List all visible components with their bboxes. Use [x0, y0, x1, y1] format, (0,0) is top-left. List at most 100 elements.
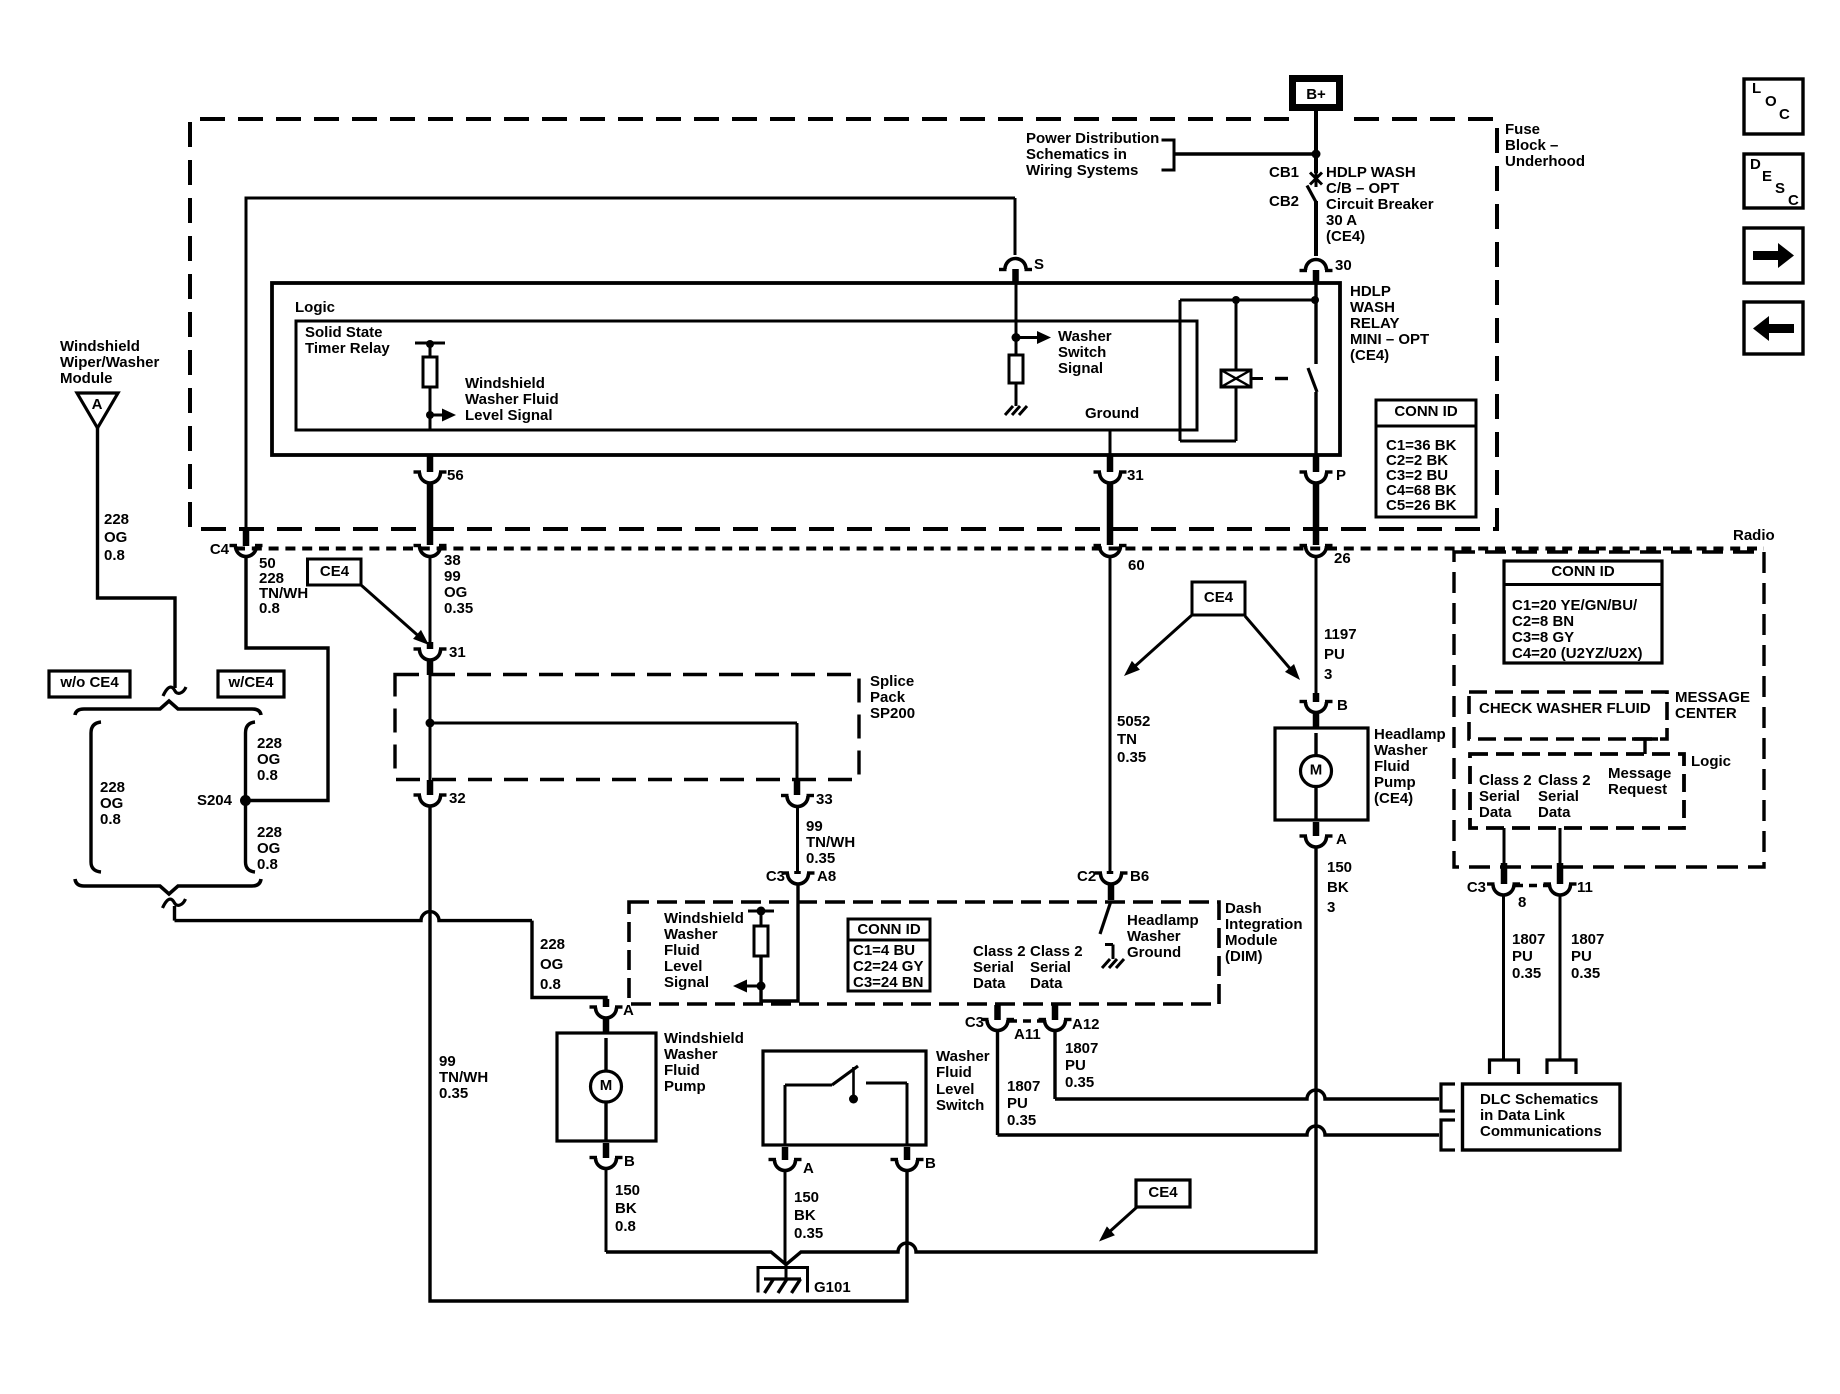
svg-text:CONN ID: CONN ID [1394, 403, 1458, 420]
svg-text:MINI – OPT: MINI – OPT [1350, 331, 1429, 348]
svg-text:Signal: Signal [664, 974, 709, 991]
svg-text:Fluid: Fluid [664, 1062, 700, 1079]
svg-text:Pump: Pump [1374, 774, 1416, 791]
svg-text:Timer Relay: Timer Relay [305, 340, 390, 357]
svg-text:Wiper/Washer: Wiper/Washer [60, 354, 159, 371]
svg-text:Washer: Washer [664, 1046, 718, 1063]
svg-text:CONN ID: CONN ID [857, 921, 921, 938]
svg-text:CE4: CE4 [1204, 589, 1234, 606]
svg-text:BK: BK [794, 1207, 816, 1224]
svg-text:O: O [1765, 93, 1777, 110]
svg-text:Washer: Washer [1058, 328, 1112, 345]
svg-text:1807: 1807 [1512, 931, 1545, 948]
svg-text:30: 30 [1335, 257, 1352, 274]
svg-text:(CE4): (CE4) [1374, 790, 1413, 807]
svg-text:C3: C3 [1467, 879, 1486, 896]
svg-text:Switch: Switch [936, 1097, 984, 1114]
svg-text:P: P [1336, 467, 1346, 484]
svg-text:C1=36 BK: C1=36 BK [1386, 437, 1457, 454]
svg-text:E: E [1762, 168, 1772, 185]
svg-text:C1=20 YE/GN/BU/: C1=20 YE/GN/BU/ [1512, 597, 1638, 614]
svg-text:0.35: 0.35 [1065, 1074, 1094, 1091]
svg-text:Fluid: Fluid [664, 942, 700, 959]
svg-text:CE4: CE4 [320, 563, 350, 580]
svg-text:Windshield: Windshield [664, 910, 744, 927]
svg-text:Fluid: Fluid [936, 1064, 972, 1081]
svg-text:Windshield: Windshield [664, 1030, 744, 1047]
svg-text:C5=26 BK: C5=26 BK [1386, 497, 1457, 514]
svg-text:99: 99 [806, 818, 823, 835]
svg-text:228: 228 [257, 735, 282, 752]
svg-text:PU: PU [1512, 948, 1533, 965]
svg-text:Serial: Serial [973, 959, 1014, 976]
svg-text:A11: A11 [1014, 1026, 1041, 1043]
svg-text:C2=24 GY: C2=24 GY [853, 958, 923, 975]
svg-text:Data: Data [1479, 804, 1512, 821]
svg-text:5052: 5052 [1117, 713, 1150, 730]
svg-text:CE4: CE4 [1148, 1184, 1178, 1201]
svg-text:32: 32 [449, 790, 466, 807]
svg-text:0.8: 0.8 [104, 547, 125, 564]
svg-text:Data: Data [1538, 804, 1571, 821]
svg-text:Message: Message [1608, 765, 1671, 782]
svg-text:50: 50 [259, 555, 276, 572]
svg-text:3: 3 [1327, 899, 1335, 916]
svg-text:B: B [1337, 697, 1348, 714]
svg-text:Class 2: Class 2 [1030, 943, 1083, 960]
svg-text:Ground: Ground [1127, 944, 1181, 961]
svg-text:C2: C2 [1077, 868, 1096, 885]
svg-text:C: C [1788, 192, 1799, 209]
svg-text:Circuit Breaker: Circuit Breaker [1326, 196, 1434, 213]
svg-text:Data: Data [973, 975, 1006, 992]
svg-text:Splice: Splice [870, 673, 914, 690]
svg-text:Fuse: Fuse [1505, 121, 1540, 138]
svg-text:Block –: Block – [1505, 137, 1558, 154]
svg-text:HDLP WASH: HDLP WASH [1326, 164, 1416, 181]
svg-text:C3=2 BU: C3=2 BU [1386, 467, 1448, 484]
svg-text:OG: OG [540, 956, 563, 973]
svg-text:PU: PU [1065, 1057, 1086, 1074]
svg-text:C: C [1779, 106, 1790, 123]
svg-text:0.35: 0.35 [1571, 965, 1600, 982]
svg-text:A12: A12 [1072, 1016, 1100, 1033]
svg-text:Level: Level [936, 1081, 974, 1098]
svg-text:38: 38 [444, 552, 461, 569]
svg-text:0.8: 0.8 [615, 1218, 636, 1235]
svg-text:Pump: Pump [664, 1078, 706, 1095]
svg-text:0.8: 0.8 [259, 600, 280, 617]
svg-text:C4=68 BK: C4=68 BK [1386, 482, 1457, 499]
svg-text:30 A: 30 A [1326, 212, 1357, 229]
svg-text:228: 228 [540, 936, 565, 953]
svg-text:OG: OG [100, 795, 123, 812]
svg-text:OG: OG [257, 751, 280, 768]
svg-text:Solid State: Solid State [305, 324, 383, 341]
svg-text:OG: OG [257, 840, 280, 857]
svg-text:0.35: 0.35 [794, 1225, 823, 1242]
svg-text:228: 228 [100, 779, 125, 796]
svg-text:Washer: Washer [1127, 928, 1181, 945]
svg-text:Ground: Ground [1085, 405, 1139, 422]
svg-text:Headlamp: Headlamp [1127, 912, 1199, 929]
svg-text:Request: Request [1608, 781, 1667, 798]
svg-text:Module: Module [60, 370, 113, 387]
svg-text:C4: C4 [210, 541, 230, 558]
svg-text:Wiring Systems: Wiring Systems [1026, 162, 1138, 179]
svg-text:1197: 1197 [1324, 626, 1357, 643]
svg-text:Class 2: Class 2 [973, 943, 1026, 960]
svg-text:99: 99 [444, 568, 461, 585]
svg-text:B+: B+ [1306, 86, 1326, 103]
svg-text:Radio: Radio [1733, 527, 1775, 544]
svg-text:Washer: Washer [1374, 742, 1428, 759]
svg-text:33: 33 [816, 791, 833, 808]
svg-text:G101: G101 [814, 1279, 851, 1296]
svg-text:C4=20 (U2YZ/U2X): C4=20 (U2YZ/U2X) [1512, 645, 1642, 662]
svg-text:CB1: CB1 [1269, 164, 1299, 181]
svg-text:Logic: Logic [1691, 753, 1731, 770]
svg-text:Class 2: Class 2 [1538, 772, 1591, 789]
svg-text:C2=2 BK: C2=2 BK [1386, 452, 1448, 469]
svg-text:S: S [1034, 256, 1044, 273]
svg-text:Headlamp: Headlamp [1374, 726, 1446, 743]
svg-text:Data: Data [1030, 975, 1063, 992]
svg-text:Washer Fluid: Washer Fluid [465, 391, 559, 408]
svg-text:Dash: Dash [1225, 900, 1262, 917]
